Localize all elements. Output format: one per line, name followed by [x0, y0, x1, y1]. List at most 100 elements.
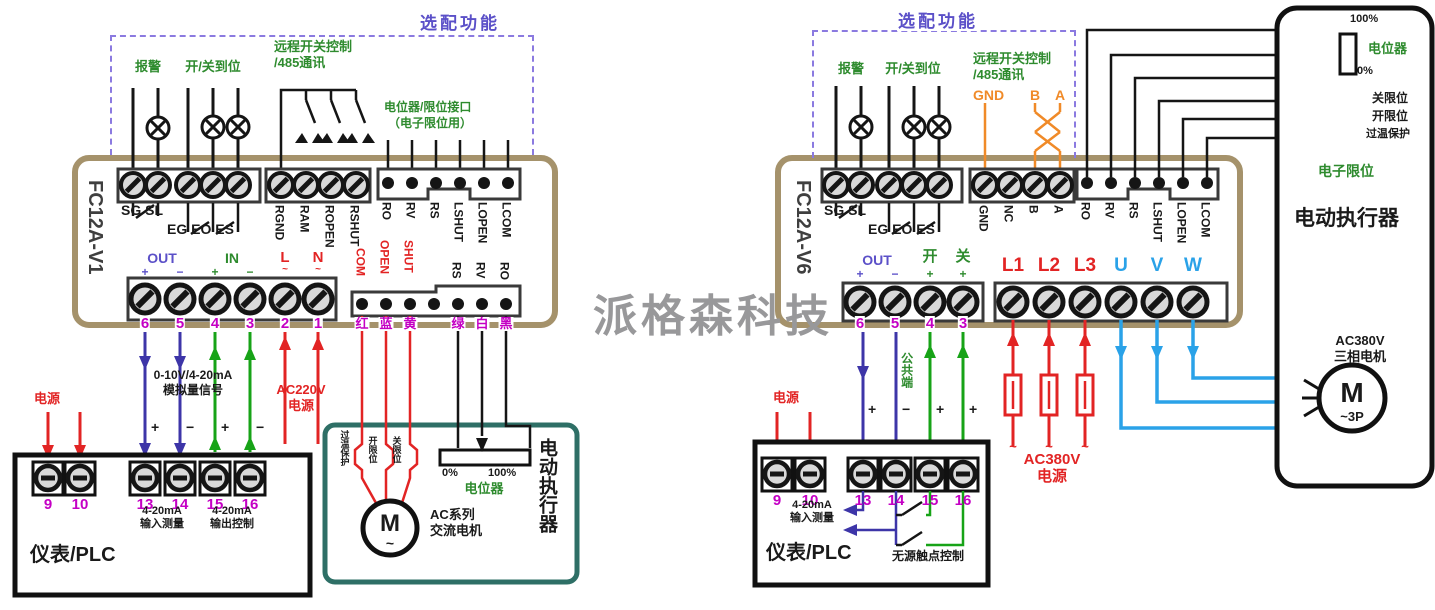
right-out-label: OUT — [862, 252, 892, 268]
plus-sign: + — [141, 265, 149, 279]
l2-label: L2 — [1037, 255, 1061, 276]
terminal-label: RO — [1078, 202, 1093, 220]
terminal-number: 6 — [854, 315, 866, 332]
wire-color-label: 黑 — [498, 316, 514, 331]
minus-sign: − — [256, 419, 265, 435]
left-plc-box — [12, 452, 313, 598]
pot-label: 电位器 — [1368, 41, 1408, 56]
motor-type-label: 三相电机 — [1333, 349, 1387, 364]
terminal-label: NC — [1001, 205, 1016, 223]
ac-series-label-1: AC系列 — [430, 507, 475, 522]
close-limit-label: 关限位 — [391, 436, 402, 463]
terminal-label: RV — [1102, 202, 1117, 219]
terminal-number: 2 — [279, 315, 291, 332]
motor-icon — [360, 498, 420, 558]
plc-terminal-number: 14 — [171, 496, 189, 513]
left-signal-wires — [42, 320, 324, 459]
v-label: V — [1150, 255, 1164, 276]
plus-sign: + — [221, 419, 230, 435]
right-power-wires — [771, 320, 1308, 459]
left-open-close-label: 开/关到位 — [185, 59, 241, 74]
rs-label: RS — [449, 262, 464, 279]
terminal-label: RS — [427, 202, 442, 219]
pot-0-label: 0% — [1357, 65, 1373, 77]
minus-sign: − — [891, 267, 899, 281]
left-l-label: L — [280, 249, 290, 266]
input-measure-label-1: 4-20mA — [792, 499, 832, 511]
input-measure-label-2: 输入测量 — [790, 512, 834, 524]
close-cn-label: 关 — [955, 248, 971, 265]
terminal-label: RO — [379, 202, 394, 220]
terminal-label: LOPEN — [1174, 202, 1189, 244]
terminal-label: LSHUT — [451, 202, 466, 242]
plc-terminal-number: 15 — [206, 496, 224, 513]
right-open-close-label: 开/关到位 — [885, 61, 941, 76]
wire-color-label: 红 — [354, 316, 370, 331]
close-limit-label: 关限位 — [1372, 91, 1409, 105]
plus-sign: + — [959, 267, 967, 281]
right-actuator-box — [1274, 5, 1435, 489]
plus-sign: + — [856, 267, 864, 281]
pot-100-label: 100% — [488, 467, 517, 479]
minus-sign: − — [176, 265, 184, 279]
ac-series-label-2: 交流电机 — [430, 523, 483, 538]
left-egeoes-label: EG EO ES — [167, 221, 234, 237]
w-label: W — [1184, 255, 1202, 276]
motor-m-label: M — [1340, 377, 1364, 408]
left-model-label: FC12A-V1 — [84, 180, 106, 275]
electronic-limit-label: 电子限位 — [1318, 163, 1374, 179]
analog-signal-label-2: 模拟量信号 — [162, 383, 224, 397]
wire-color-label: 蓝 — [378, 316, 394, 331]
output-control-label-2: 输出控制 — [210, 518, 254, 530]
terminal-label: LCOM — [499, 202, 514, 238]
analog-signal-label-1: 0-10V/4-20mA — [153, 368, 233, 382]
l1-label: L1 — [1001, 255, 1025, 276]
plc-terminal-number: 15 — [921, 492, 939, 509]
ro-label: RO — [497, 262, 512, 280]
plus-sign: + — [936, 401, 945, 417]
output-control-label-1: 4-20mA — [212, 505, 252, 517]
terminal-label: A — [1051, 205, 1066, 214]
wire-color-label: 绿 — [450, 316, 466, 331]
terminal-number: 4 — [209, 315, 221, 332]
ac380v-label-2: 电源 — [1036, 468, 1068, 485]
left-n-label: N — [312, 249, 324, 266]
ac220v-label-2: 电源 — [287, 398, 315, 413]
terminal-number: 5 — [174, 315, 186, 332]
right-plc-title: 仪表/PLC — [766, 542, 852, 564]
minus-sign: − — [246, 265, 254, 279]
motor-icon — [1316, 362, 1388, 434]
ac220v-label-1: AC220V — [276, 382, 326, 397]
left-optional-box — [110, 35, 534, 155]
right-alarm-label: 报警 — [837, 61, 865, 76]
right-optional-box — [812, 30, 1076, 158]
tilde-sign: ~ — [1009, 439, 1017, 454]
tilde-sign: ~ — [282, 264, 288, 275]
plc-terminal-number: 10 — [801, 492, 819, 509]
left-pot-interface-label-1: 电位器/限位接口 — [384, 100, 472, 114]
terminal-number: 1 — [312, 315, 324, 332]
plc-terminal-number: 14 — [887, 492, 905, 509]
terminal-number: 3 — [244, 315, 256, 332]
right-actuator-title: 电动执行器 — [1294, 207, 1399, 230]
terminal-label: RV — [403, 202, 418, 219]
terminal-label: RS — [1126, 202, 1141, 219]
tilde-sign: ~ — [1081, 439, 1089, 454]
plus-sign: + — [151, 419, 160, 435]
motor-tilde-label: ~ — [385, 535, 395, 551]
pot-0-label: 0% — [442, 467, 458, 479]
shut-label: SHUT — [401, 240, 416, 273]
right-terminal-strips — [820, 167, 1229, 323]
right-egeoes-label: EG EO ES — [868, 221, 935, 237]
left-sgsl-label: SG SL — [121, 202, 164, 218]
open-cn-label: 开 — [922, 248, 938, 265]
passive-contact-label: 无源触点控制 — [891, 549, 965, 563]
right-remote-label-2: /485通讯 — [973, 67, 1025, 82]
left-remote-label-2: /485通讯 — [274, 55, 326, 70]
overtemp-label: 过温保护 — [1366, 128, 1410, 140]
left-actuator-title: 电动执行器 — [535, 438, 557, 533]
terminal-label: GND — [976, 205, 991, 232]
motor-m-label: M — [380, 510, 400, 537]
